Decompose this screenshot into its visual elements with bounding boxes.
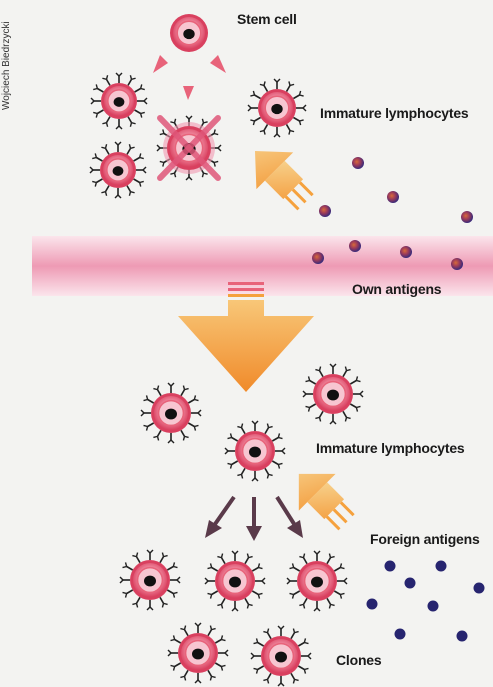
clone-cell: [287, 551, 347, 611]
clone-arrow-left: [205, 497, 234, 538]
clone-cell: [168, 623, 228, 683]
stem-arrow-down: [183, 86, 194, 100]
big-down-arrow: [178, 282, 314, 392]
stem-cell: [170, 14, 208, 52]
own-antigen: [312, 252, 324, 264]
own-antigen-arrow: [237, 133, 325, 221]
own-antigen: [451, 258, 463, 270]
foreign-antigen: [436, 561, 447, 572]
own-antigen: [461, 211, 473, 223]
own-antigen: [349, 240, 361, 252]
immature-lymphocyte: [303, 364, 363, 424]
clone-cell: [251, 626, 311, 686]
immature-lymphocyte: [141, 383, 201, 443]
stem-arrow-right: [210, 55, 226, 73]
foreign-antigen: [367, 599, 378, 610]
clone-arrow-middle: [246, 497, 262, 541]
immature-lymphocyte: [225, 421, 285, 481]
own-antigen: [400, 246, 412, 258]
foreign-antigen: [385, 561, 396, 572]
foreign-antigen: [428, 601, 439, 612]
immature-lymphocytes-bottom-label: Immature lymphocytes: [316, 440, 465, 456]
foreign-antigen: [405, 578, 416, 589]
foreign-antigen: [474, 583, 485, 594]
foreign-antigens-label: Foreign antigens: [370, 531, 480, 547]
stem-cell-label: Stem cell: [237, 11, 297, 27]
foreign-antigen: [395, 629, 406, 640]
own-antigen: [387, 191, 399, 203]
clones-label: Clones: [336, 652, 381, 668]
own-antigens-label: Own antigens: [352, 281, 441, 297]
clone-cell: [120, 550, 180, 610]
immature-lymphocyte: [91, 73, 147, 129]
immature-lymphocytes-top-label: Immature lymphocytes: [320, 105, 469, 121]
own-antigen: [319, 205, 331, 217]
immature-lymphocyte: [90, 142, 146, 198]
immature-lymphocyte: [248, 79, 306, 137]
clone-cell: [205, 551, 265, 611]
own-antigen: [352, 157, 364, 169]
stem-arrow-left: [153, 55, 168, 73]
foreign-antigen: [457, 631, 468, 642]
